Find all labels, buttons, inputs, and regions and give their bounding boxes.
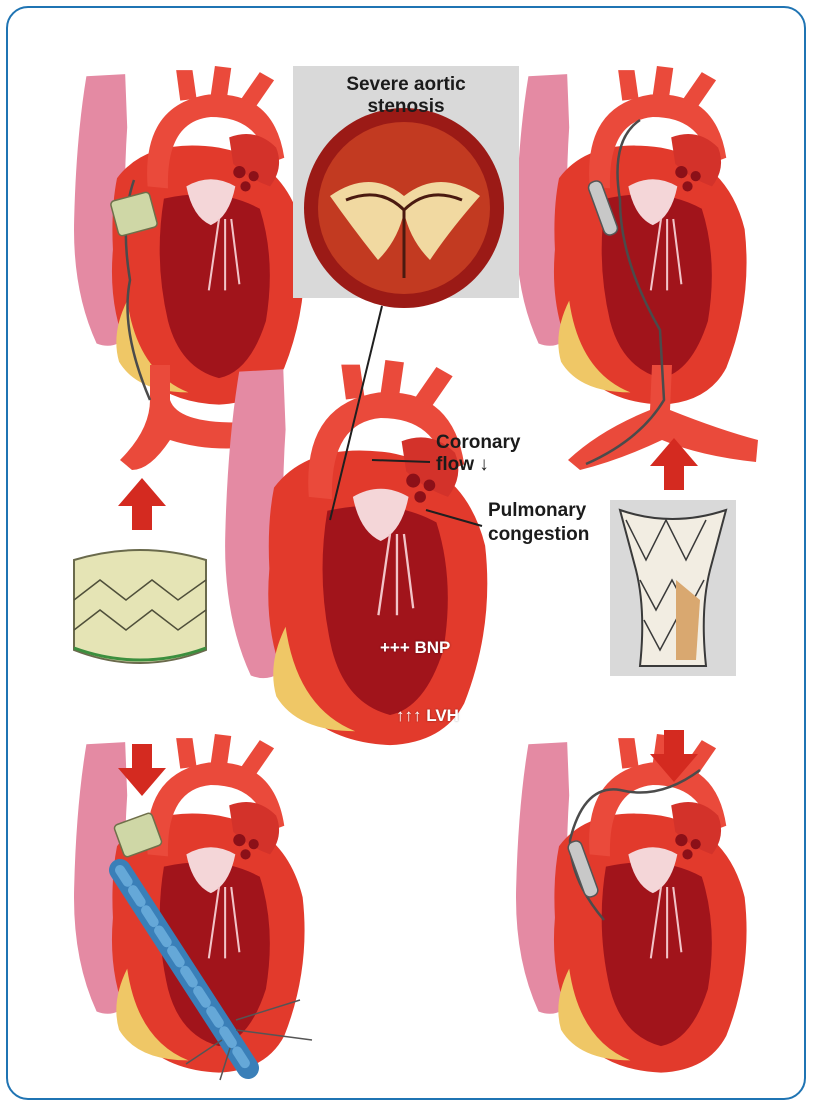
self-expanding-valve [610,500,736,676]
balloon-expandable-valve [74,550,206,663]
lvh-label: ↑↑↑ LVH [396,705,459,727]
bnp-label: +++ BNP [380,637,450,659]
heart-bottom-right [516,734,747,1073]
heart-bottom-left [74,734,312,1080]
arrow-up-left [118,478,166,530]
pulmonary-congestion-label-line1: Pulmonary [488,500,586,522]
inset-title-line2: stenosis [330,96,482,118]
heart-center [225,360,487,745]
coronary-flow-label-line1: Coronary [436,432,520,454]
coronary-flow-label-line2: flow ↓ [436,454,489,476]
inset-title-line1: Severe aortic [330,74,482,96]
heart-top-right [516,66,758,470]
pulmonary-congestion-label-line2: congestion [488,524,589,546]
